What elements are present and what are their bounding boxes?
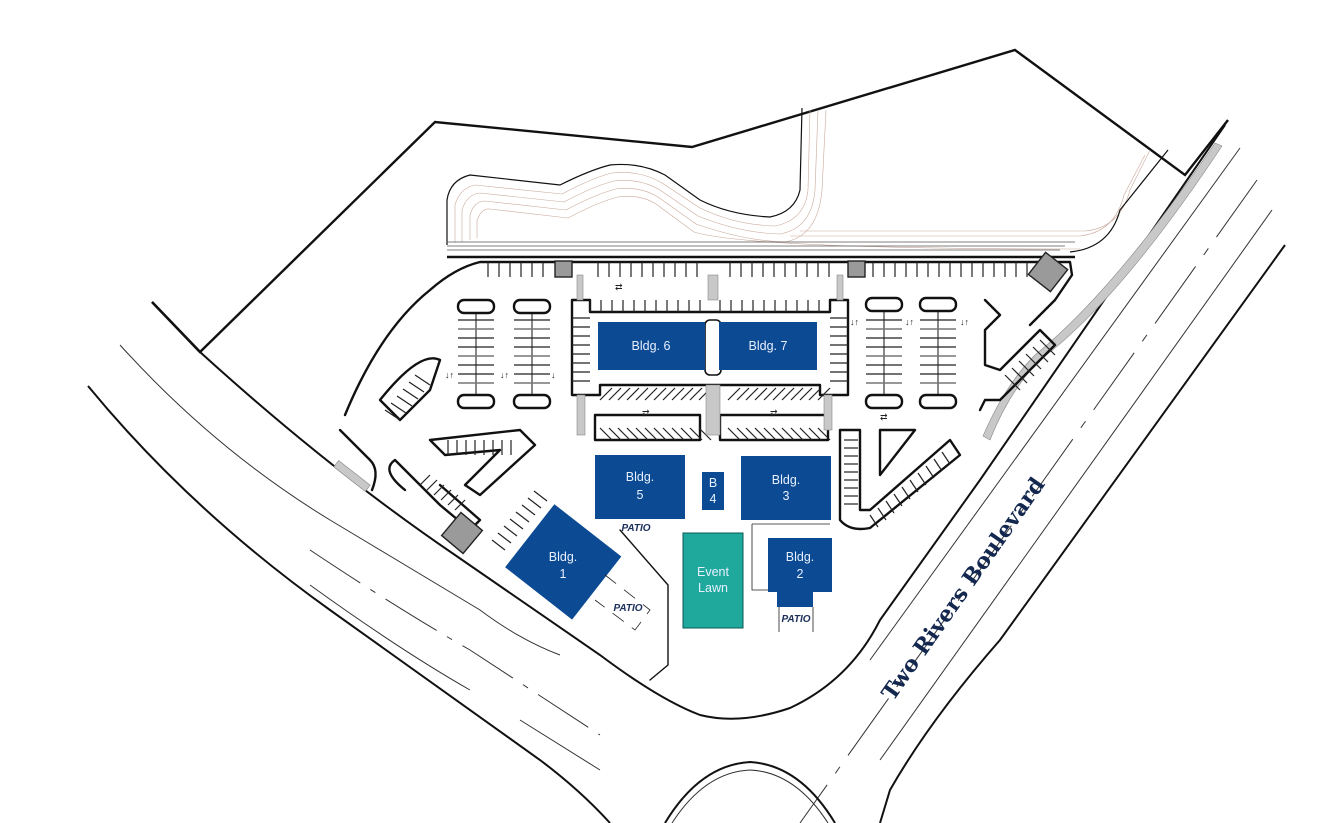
landscape-planters bbox=[440, 251, 1069, 555]
svg-text:⇄: ⇄ bbox=[615, 282, 623, 292]
svg-text:⇄: ⇄ bbox=[880, 412, 888, 422]
building-2-label: Bldg. bbox=[786, 550, 815, 564]
event-lawn[interactable]: Event Lawn bbox=[682, 532, 744, 629]
building-3[interactable]: Bldg. 3 bbox=[741, 456, 831, 520]
parking-stalls bbox=[384, 262, 1056, 551]
building-1-number: 1 bbox=[560, 567, 567, 581]
svg-text:↓↑: ↓↑ bbox=[445, 370, 454, 380]
svg-text:↓↑: ↓↑ bbox=[905, 317, 914, 327]
roundabout bbox=[664, 760, 836, 823]
building-3-number: 3 bbox=[783, 489, 790, 503]
grading-contours bbox=[446, 107, 1169, 259]
svg-text:↓↑: ↓↑ bbox=[960, 317, 969, 327]
svg-text:⇄: ⇄ bbox=[770, 408, 778, 418]
patio-bldg-5-label: PATIO bbox=[621, 523, 650, 534]
building-6-label: Bldg. 6 bbox=[632, 339, 671, 353]
two-rivers-boulevard-road bbox=[799, 142, 1286, 823]
building-4-number: 4 bbox=[710, 492, 717, 506]
svg-text:⇄: ⇄ bbox=[642, 408, 650, 418]
event-lawn-label: Event bbox=[697, 565, 729, 579]
traffic-arrows: ⇄ ⇄ ⇄ ↓↑ ↓↑ ↓ ↓↑ ↓↑ ↓↑ ⇄ bbox=[445, 282, 969, 422]
pedestrian-walkways bbox=[333, 274, 844, 492]
building-5[interactable]: Bldg. 5 bbox=[595, 455, 685, 519]
building-6[interactable]: Bldg. 6 bbox=[598, 322, 705, 370]
building-7-label: Bldg. 7 bbox=[749, 339, 788, 353]
building-3-label: Bldg. bbox=[772, 473, 801, 487]
svg-text:↓↑: ↓↑ bbox=[500, 370, 509, 380]
building-5-number: 5 bbox=[637, 488, 644, 502]
building-5-label: Bldg. bbox=[626, 470, 655, 484]
northwest-road bbox=[87, 124, 1226, 823]
building-1[interactable]: Bldg. 1 bbox=[505, 504, 622, 620]
event-lawn-label-2: Lawn bbox=[698, 581, 728, 595]
building-2-number: 2 bbox=[797, 567, 804, 581]
patio-area-bldg-2: PATIO bbox=[778, 607, 814, 632]
parking-islands bbox=[456, 296, 958, 410]
building-7[interactable]: Bldg. 7 bbox=[719, 322, 817, 370]
svg-text:↓: ↓ bbox=[551, 370, 556, 380]
building-2[interactable]: Bldg. 2 bbox=[751, 523, 832, 607]
patio-bldg-1-label: PATIO bbox=[613, 603, 642, 614]
building-4-label: B bbox=[709, 476, 717, 490]
property-boundary bbox=[151, 48, 1229, 354]
patio-area-bldg-1: PATIO bbox=[594, 529, 669, 681]
svg-text:↓↑: ↓↑ bbox=[850, 317, 859, 327]
patio-area-bldg-5: PATIO bbox=[621, 523, 650, 534]
building-4[interactable]: B 4 bbox=[702, 472, 724, 510]
patio-bldg-2-label: PATIO bbox=[781, 614, 810, 625]
building-1-label: Bldg. bbox=[549, 550, 578, 564]
